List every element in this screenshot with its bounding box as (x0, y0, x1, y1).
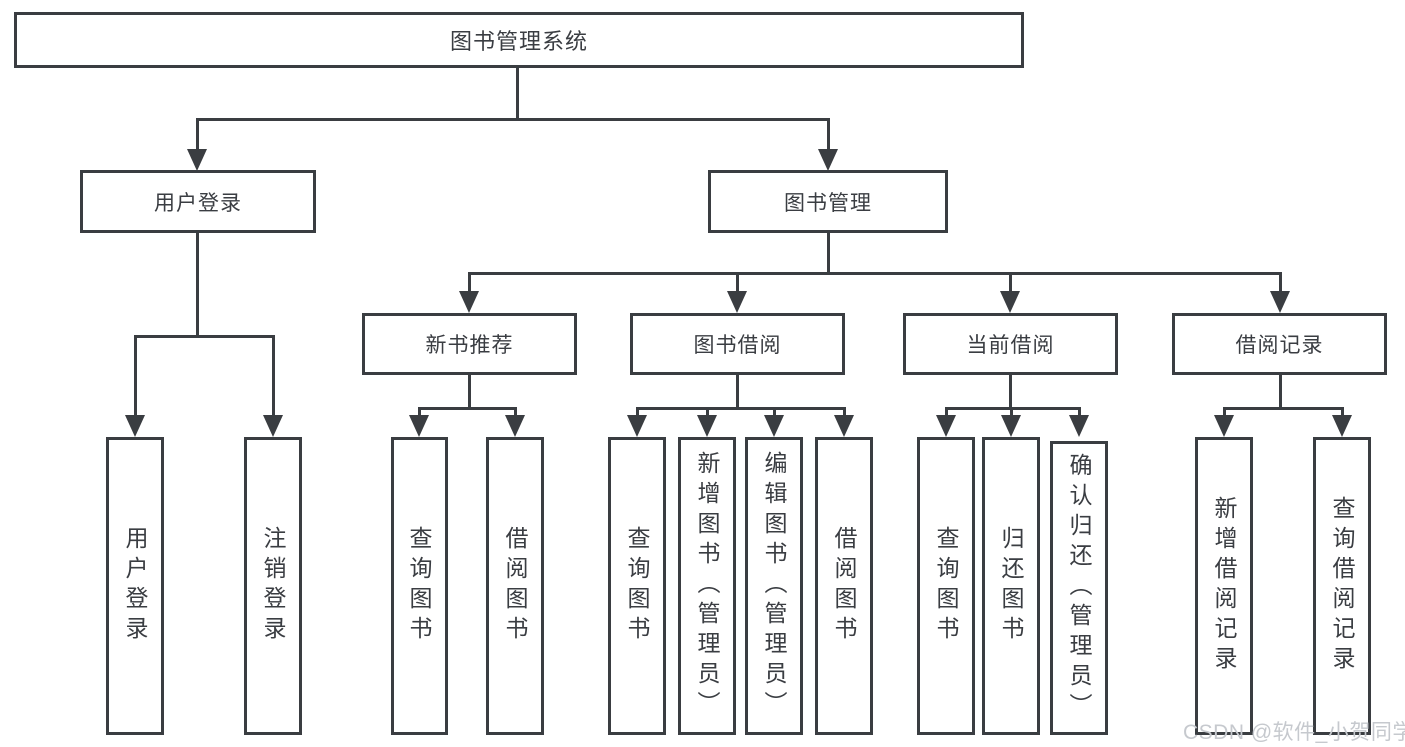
connector-line (827, 118, 830, 151)
leaf-add-borrow-record: 新增借阅记录 (1195, 437, 1253, 735)
arrow-down-icon (1332, 415, 1352, 437)
arrow-down-icon (1270, 291, 1290, 313)
connector-line (1279, 375, 1282, 410)
connector-line (514, 407, 517, 417)
arrow-down-icon (1069, 415, 1089, 437)
arrow-down-icon (764, 415, 784, 437)
connector-line (706, 407, 709, 417)
connector-line (134, 335, 137, 417)
arrow-down-icon (125, 415, 145, 437)
leaf-logout: 注销登录 (244, 437, 302, 735)
connector-line (196, 118, 199, 151)
connector-line (197, 118, 830, 121)
arrow-down-icon (1214, 415, 1234, 437)
leaf-borrow-books-recommend: 借阅图书 (486, 437, 544, 735)
connector-line (1341, 407, 1344, 417)
connector-line (468, 272, 471, 293)
connector-line (272, 335, 275, 417)
leaf-confirm-return-admin: 确认归还（管理员） (1050, 441, 1108, 735)
connector-line (945, 407, 948, 417)
connector-line (636, 407, 846, 410)
connector-line (418, 407, 421, 417)
node-library-system: 图书管理系统 (14, 12, 1024, 68)
connector-line (196, 233, 199, 338)
arrow-down-icon (627, 415, 647, 437)
leaf-query-books-current: 查询图书 (917, 437, 975, 735)
leaf-query-books-borrow: 查询图书 (608, 437, 666, 735)
arrow-down-icon (459, 291, 479, 313)
csdn-watermark: CSDN @软件_小贺同学 (1183, 721, 1405, 744)
arrow-down-icon (936, 415, 956, 437)
connector-line (827, 233, 830, 275)
leaf-query-books-recommend: 查询图书 (391, 437, 448, 735)
node-new-book-recommend: 新书推荐 (362, 313, 577, 375)
arrow-down-icon (834, 415, 854, 437)
node-current-borrowing: 当前借阅 (903, 313, 1118, 375)
connector-line (1078, 407, 1081, 417)
node-book-management: 图书管理 (708, 170, 948, 233)
connector-line (134, 335, 275, 338)
arrow-down-icon (409, 415, 429, 437)
connector-line (468, 375, 471, 410)
arrow-down-icon (1000, 291, 1020, 313)
connector-line (736, 375, 739, 410)
arrow-down-icon (505, 415, 525, 437)
connector-line (1223, 407, 1343, 410)
connector-line (1279, 272, 1282, 293)
connector-line (736, 272, 739, 293)
leaf-edit-book-admin: 编辑图书（管理员） (745, 437, 803, 735)
connector-line (1009, 375, 1012, 410)
leaf-add-book-admin: 新增图书（管理员） (678, 437, 736, 735)
node-user-login: 用户登录 (80, 170, 316, 233)
arrow-down-icon (187, 149, 207, 171)
connector-line (516, 68, 519, 120)
leaf-user-login: 用户登录 (106, 437, 164, 735)
node-borrowing-records: 借阅记录 (1172, 313, 1387, 375)
arrow-down-icon (263, 415, 283, 437)
connector-line (1223, 407, 1226, 417)
leaf-query-borrow-record: 查询借阅记录 (1313, 437, 1371, 735)
connector-line (1010, 407, 1013, 417)
arrow-down-icon (1001, 415, 1021, 437)
connector-line (469, 272, 1282, 275)
connector-line (843, 407, 846, 417)
arrow-down-icon (697, 415, 717, 437)
leaf-return-book: 归还图书 (982, 437, 1040, 735)
arrow-down-icon (818, 149, 838, 171)
node-book-borrowing: 图书借阅 (630, 313, 845, 375)
connector-line (418, 407, 517, 410)
connector-line (1009, 272, 1012, 293)
connector-line (636, 407, 639, 417)
connector-line (773, 407, 776, 417)
leaf-borrow-books: 借阅图书 (815, 437, 873, 735)
arrow-down-icon (727, 291, 747, 313)
